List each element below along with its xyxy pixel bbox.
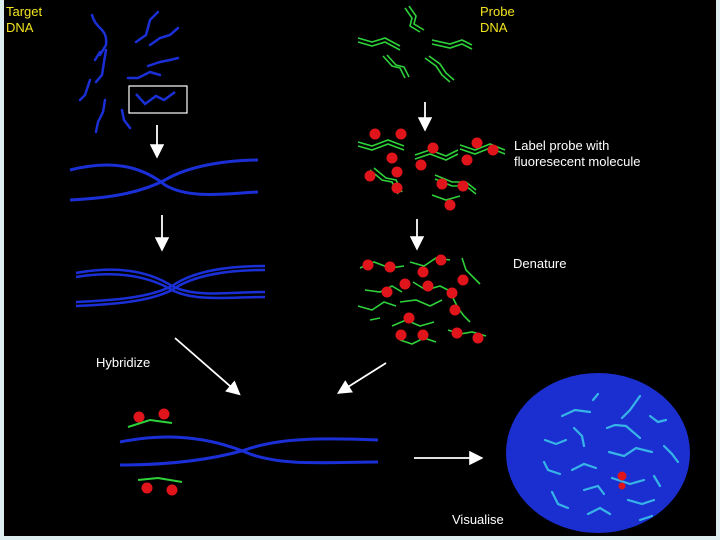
- selected-region-box: [128, 85, 188, 114]
- selected-fragment: [135, 90, 176, 106]
- label-probe-step-line2: fluoresecent molecule: [514, 154, 641, 169]
- fluorescent-signal: [617, 471, 627, 481]
- target-double-strand: [69, 158, 259, 202]
- target-dna-fragments: [78, 10, 180, 134]
- visualised-nucleus: [506, 373, 690, 533]
- hybridize-step: Hybridize: [96, 355, 151, 370]
- label-probe-step: Label probe with fluoresecent molecule: [514, 138, 640, 170]
- process-arrows: [149, 102, 484, 466]
- hybridized-strands: [119, 435, 379, 467]
- denatured-probe-cluster: [357, 254, 487, 345]
- probe-dna-label-line1: Probe: [480, 4, 515, 19]
- labelled-probe-cluster: [357, 128, 506, 211]
- probe-dna-label: Probe DNA: [480, 4, 515, 36]
- target-dna-label: Target DNA: [6, 4, 42, 36]
- probe-dna-fragments: [357, 5, 473, 83]
- bound-probe-bottom: [137, 476, 183, 496]
- label-probe-step-line1: Label probe with: [514, 138, 610, 153]
- visualise-step: Visualise: [452, 512, 504, 527]
- bound-probe-top: [127, 408, 173, 428]
- target-dna-label-line1: Target: [6, 4, 43, 19]
- probe-dna-label-line2: DNA: [480, 20, 508, 35]
- target-dna-label-line2: DNA: [6, 20, 34, 35]
- denature-step: Denature: [513, 256, 567, 271]
- target-denatured-strands: [75, 264, 266, 308]
